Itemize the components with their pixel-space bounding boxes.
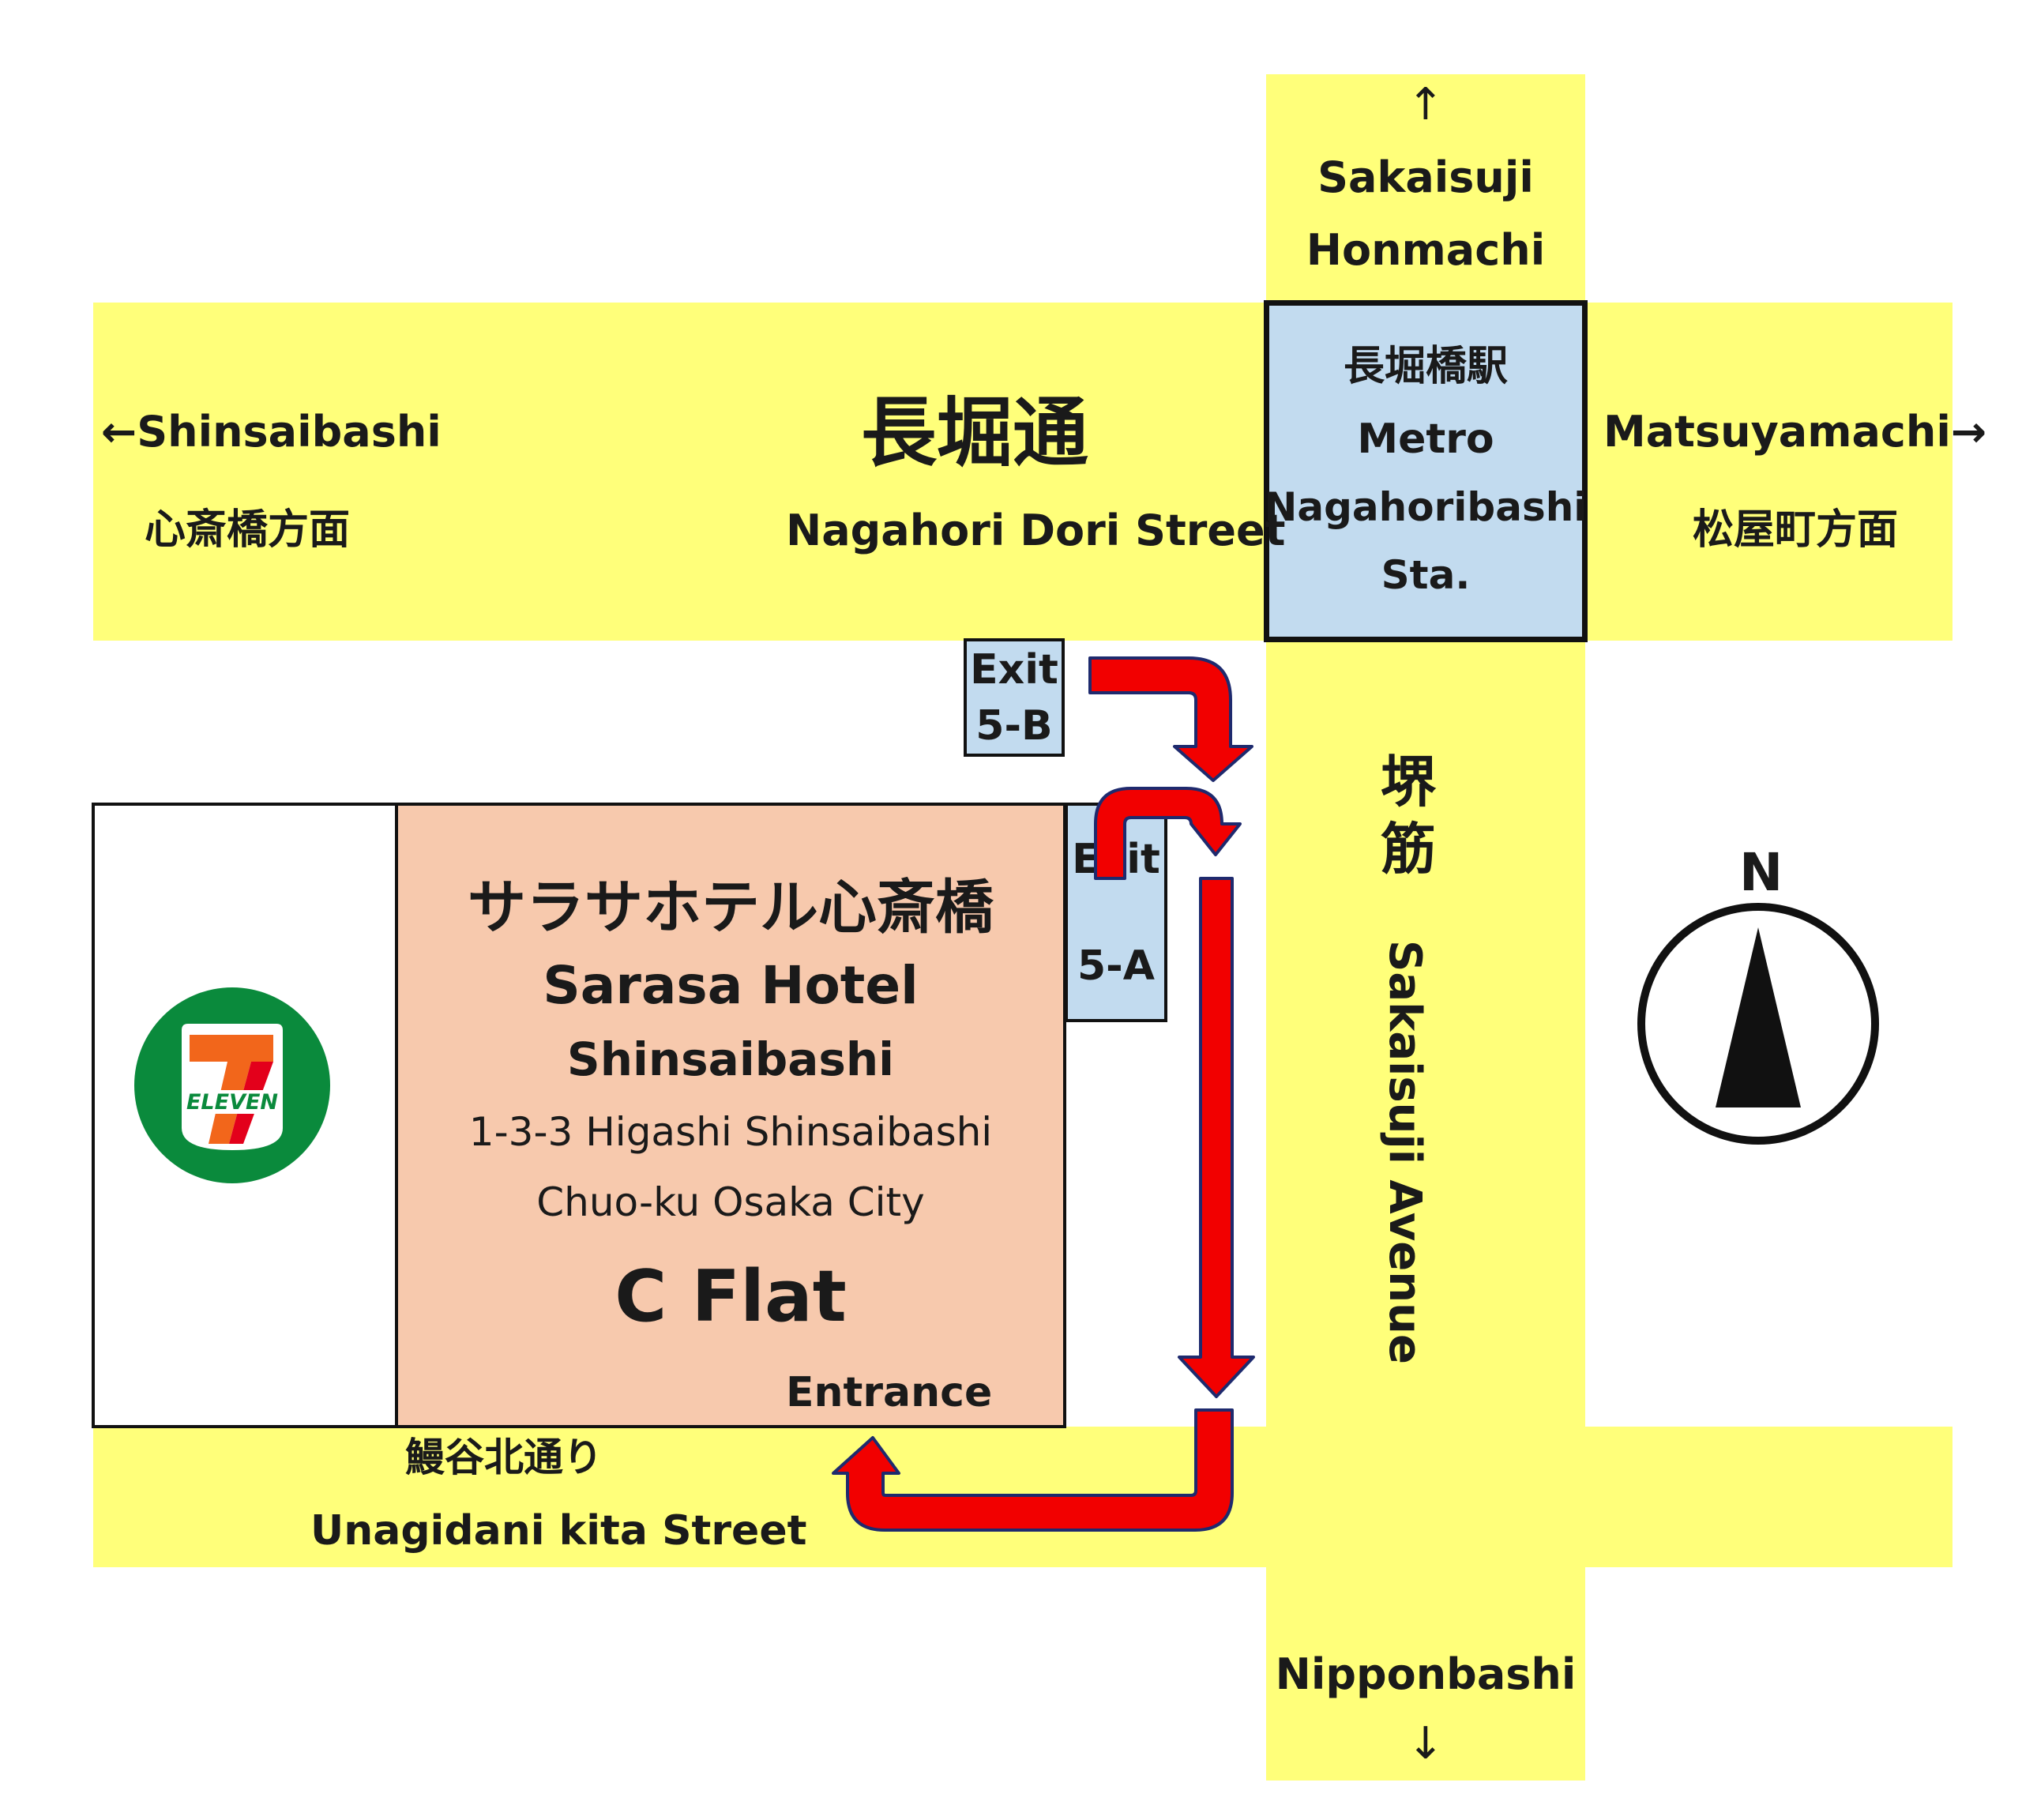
- direction-shinsaibashi-en: ←Shinsaibashi: [101, 407, 442, 457]
- exit-5b-line1: Exit: [970, 645, 1058, 694]
- nagahori-name-en: Nagahori Dori Street: [786, 506, 1286, 555]
- compass-north-label: N: [1739, 842, 1783, 903]
- nagahori-name-ja: 長堀通: [861, 389, 1088, 477]
- route-arrow-from-exit-5a: [1094, 787, 1242, 880]
- station-name-metro: Metro: [1357, 416, 1494, 463]
- hotel-building: [395, 803, 1066, 1428]
- hotel-entrance-label: Entrance: [786, 1369, 993, 1416]
- exit-5b: Exit 5-B: [964, 638, 1065, 757]
- exit-5b-line2: 5-B: [975, 701, 1053, 750]
- south-arrow-glyph: ↓: [1407, 1718, 1445, 1769]
- seven-eleven-logo-icon: ELEVEN: [134, 987, 330, 1183]
- unagidani-name-ja: 鰻谷北通り: [405, 1435, 603, 1480]
- route-arrow-to-entrance: [832, 1408, 1234, 1532]
- hotel-name-en: Sarasa Hotel: [543, 955, 919, 1016]
- nagahoribashi-station: [1264, 300, 1588, 642]
- nagahori-dori-road: [93, 303, 1952, 641]
- sakaisuji-name-ja-2: 筋: [1381, 817, 1436, 882]
- hotel-address-1: 1-3-3 Higashi Shinsaibashi: [468, 1109, 993, 1155]
- seven-eleven-logo-text: ELEVEN: [186, 1090, 278, 1115]
- sakaisuji-name-ja-1: 堺: [1381, 750, 1436, 814]
- direction-sakaisuji-honmachi-1: Sakaisuji: [1317, 152, 1534, 202]
- exit-5a-line2: 5-A: [1077, 942, 1155, 990]
- direction-shinsaibashi-ja: 心斎橋方面: [145, 506, 351, 554]
- north-compass-icon: [1637, 903, 1879, 1145]
- station-name-ja: 長堀橋駅: [1343, 343, 1508, 390]
- station-name-sta: Sta.: [1381, 552, 1471, 598]
- direction-nipponbashi: Nipponbashi: [1275, 1649, 1577, 1699]
- building-name: C Flat: [614, 1255, 847, 1338]
- direction-matsuyamachi-ja: 松屋町方面: [1693, 506, 1899, 554]
- route-arrow-south: [1178, 877, 1255, 1398]
- route-arrow-from-exit-5b: [1088, 656, 1253, 782]
- direction-sakaisuji-honmachi-2: Honmachi: [1306, 225, 1546, 275]
- hotel-address-2: Chuo-ku Osaka City: [536, 1179, 925, 1225]
- unagidani-name-en: Unagidani kita Street: [310, 1507, 807, 1555]
- hotel-name-en-2: Shinsaibashi: [566, 1032, 895, 1086]
- north-arrow-glyph: ↑: [1407, 79, 1445, 130]
- station-name-en: Nagahoribashi: [1264, 484, 1588, 530]
- hotel-name-ja: サラサホテル心斎橋: [468, 874, 994, 942]
- direction-matsuyamachi-en: Matsuyamachi→: [1603, 407, 1987, 457]
